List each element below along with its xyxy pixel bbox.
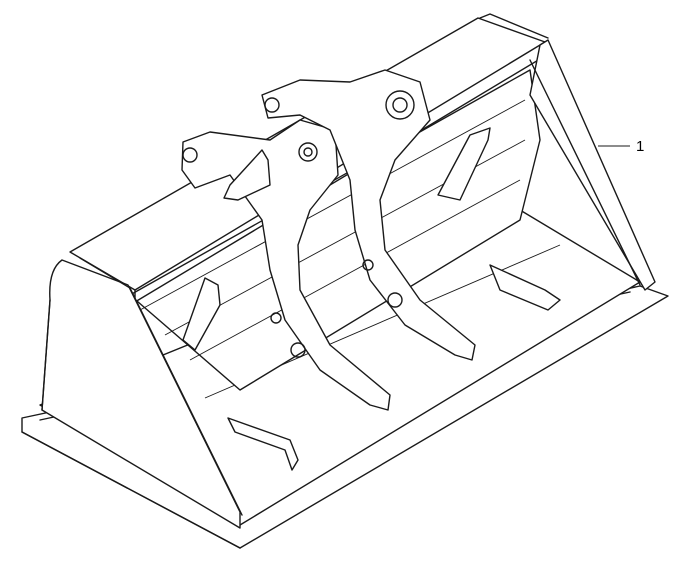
callout-1: 1 — [598, 138, 644, 155]
callout-label: 1 — [636, 138, 644, 155]
hitch-bracket-right — [261, 69, 476, 361]
bucket-left-side-plate — [41, 257, 243, 529]
wear-plates — [182, 127, 561, 471]
bucket-back-wall — [129, 69, 541, 391]
bucket-right-side-plate — [529, 39, 656, 291]
